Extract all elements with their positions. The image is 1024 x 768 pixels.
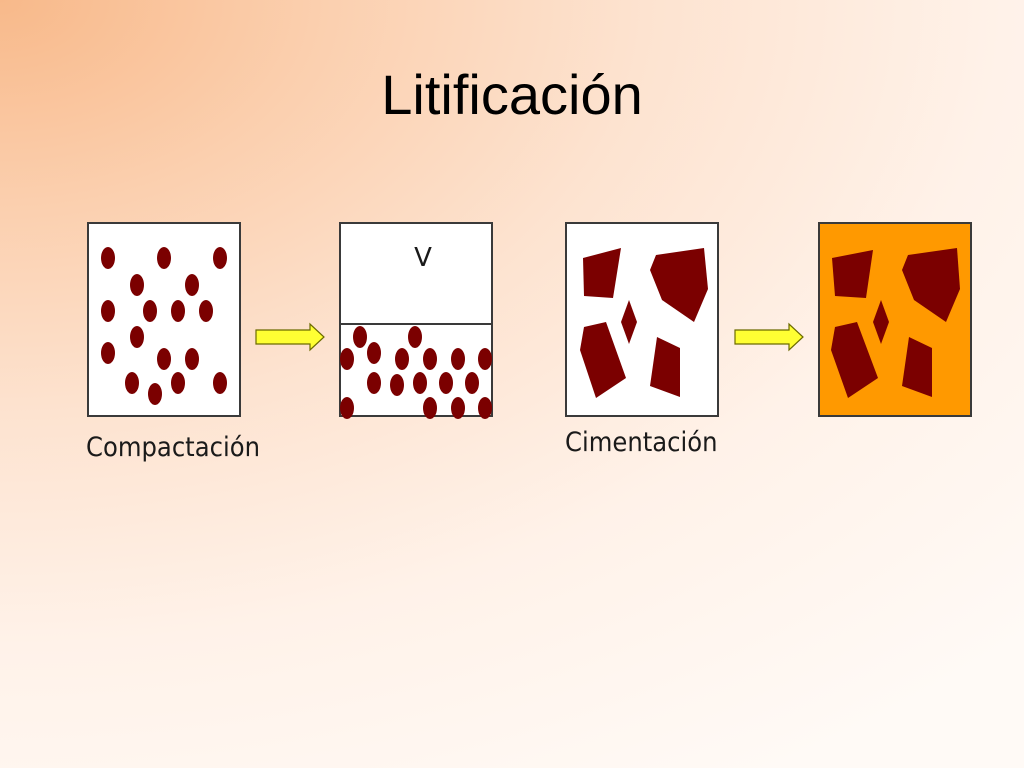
cemented-fragments — [831, 248, 960, 398]
compacted-sediment-panel: V — [339, 222, 493, 419]
loose-sediment-panel — [87, 222, 241, 417]
slide-title: Litificación — [381, 63, 643, 126]
compaction-caption: Compactación — [86, 432, 260, 463]
volume-label: V — [414, 243, 432, 273]
cementation-arrow — [734, 322, 804, 352]
fragments-panel — [565, 222, 719, 417]
loose-grains — [101, 247, 227, 405]
angular-fragments — [580, 248, 708, 398]
compacted-grains — [340, 326, 492, 419]
cementation-caption: Cimentación — [565, 427, 718, 458]
compaction-arrow — [255, 322, 325, 352]
cemented-rock-panel — [818, 222, 972, 417]
